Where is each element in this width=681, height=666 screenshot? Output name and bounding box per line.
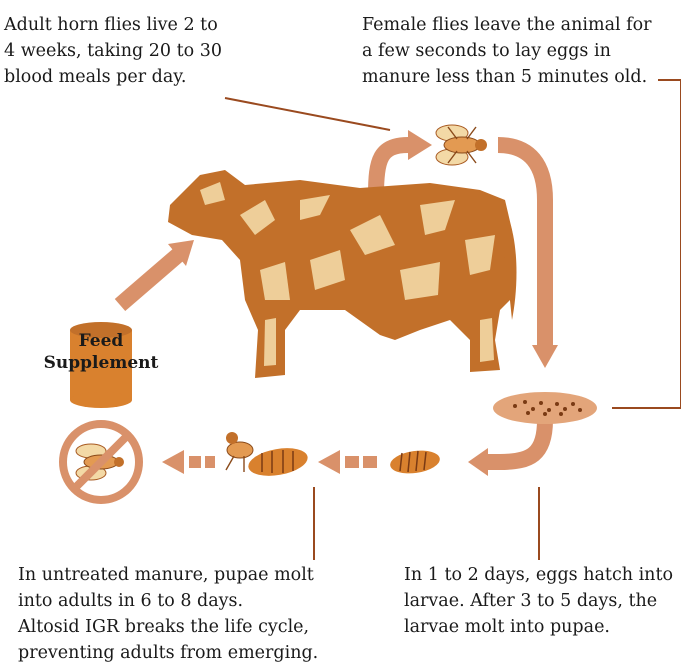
arrowhead-left [468, 448, 488, 476]
dashed-arrow-pupae-to-adult [162, 450, 184, 474]
dashed-arrow-larvae-to-pupae [318, 450, 340, 474]
caption-untreated-manure: In untreated manure, pupae molt into adu… [18, 562, 318, 666]
arrow-feed-to-cow [120, 255, 178, 305]
arrowhead-up [408, 130, 432, 160]
cow-illustration [168, 170, 516, 378]
horn-fly-icon [436, 125, 487, 165]
larva-icon [389, 448, 442, 477]
leader-line-adult [225, 98, 390, 130]
caption-adult-flies: Adult horn flies live 2 to 4 weeks, taki… [4, 12, 222, 90]
eggs-icon [493, 392, 597, 424]
arrow-eggs-to-larvae [488, 420, 545, 462]
prohibited-fly-icon [63, 424, 139, 500]
arrowhead-down [532, 345, 558, 368]
caption-eggs-hatch: In 1 to 2 days, eggs hatch into larvae. … [404, 562, 673, 640]
leader-line-eggs [612, 80, 681, 408]
feed-can-label-line1: Feed [30, 330, 172, 352]
feed-can-label-line2: Supplement [30, 352, 172, 374]
pupa-icon [226, 432, 310, 480]
feed-can-label: Feed Supplement [30, 330, 172, 374]
caption-female-flies: Female flies leave the animal for a few … [362, 12, 652, 90]
